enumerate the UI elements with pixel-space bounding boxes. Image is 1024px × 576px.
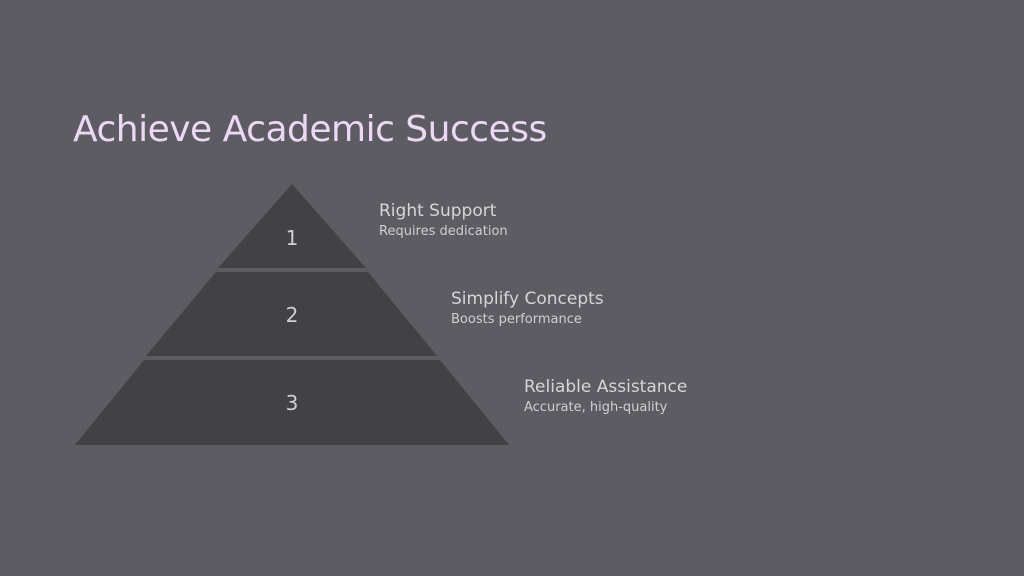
pyramid-level-2-number: 2	[286, 303, 299, 327]
pyramid-level-1-shape	[218, 184, 366, 268]
level-1-label: Right Support Requires dedication	[379, 200, 508, 242]
level-1-description: Requires dedication	[379, 224, 508, 239]
level-2-heading: Simplify Concepts	[451, 289, 604, 309]
level-1-heading: Right Support	[379, 201, 497, 221]
level-3-heading: Reliable Assistance	[524, 377, 688, 397]
pyramid-level-3-shape	[75, 360, 509, 445]
level-3-description: Accurate, high-quality	[524, 400, 668, 415]
level-2-label: Simplify Concepts Boosts performance	[451, 288, 604, 330]
pyramid-level-2-shape	[146, 272, 437, 356]
slide-title: Achieve Academic Success	[73, 109, 547, 150]
pyramid-level-3-number: 3	[286, 391, 299, 415]
level-3-label: Reliable Assistance Accurate, high-quali…	[524, 376, 687, 418]
level-2-description: Boosts performance	[451, 312, 582, 327]
pyramid-level-1-number: 1	[286, 226, 299, 250]
